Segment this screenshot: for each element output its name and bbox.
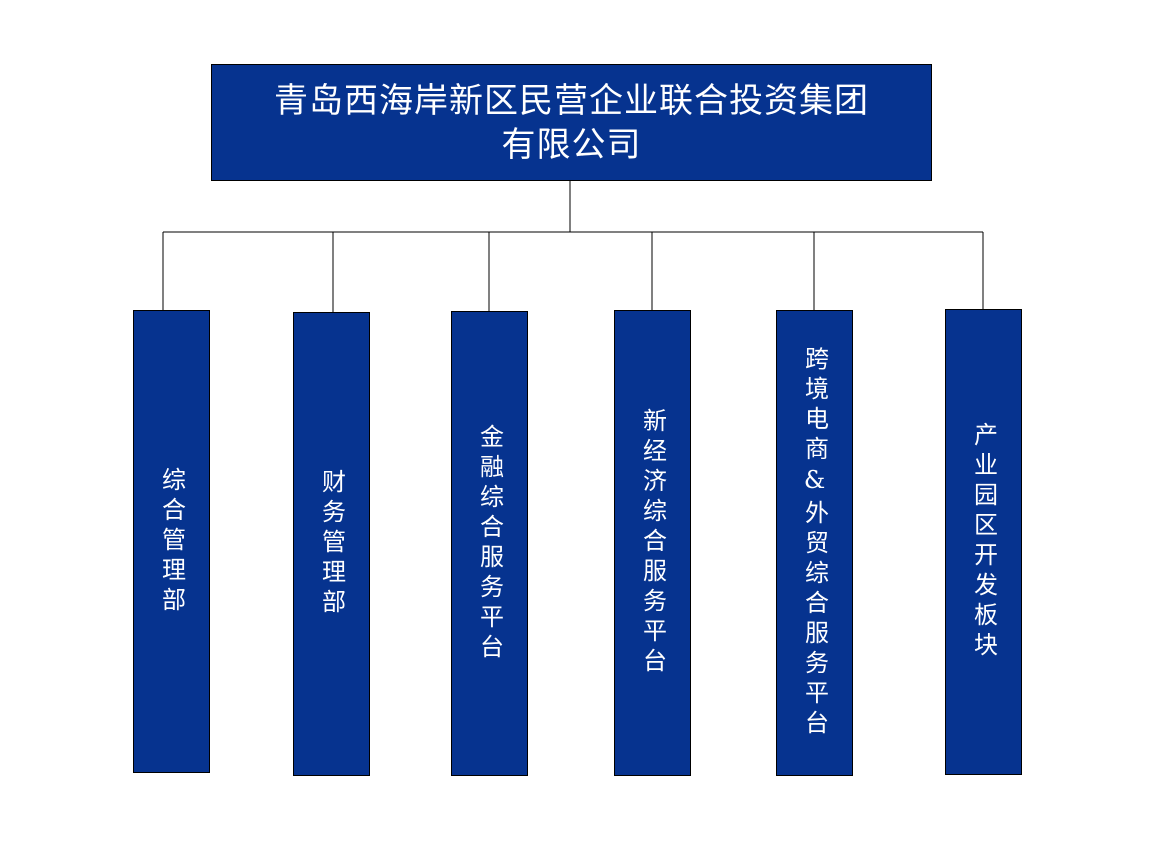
dept-box-cross-border-ecommerce: 跨境电商&外贸综合服务平台 bbox=[776, 310, 853, 776]
root-title-line2: 有限公司 bbox=[501, 124, 642, 165]
root-company-box: 青岛西海岸新区民营企业联合投资集团 有限公司 bbox=[211, 64, 932, 181]
dept-box-general-management: 综合管理部 bbox=[133, 310, 210, 773]
dept-box-finance: 财务管理部 bbox=[293, 312, 370, 776]
dept-label: 产业园区开发板块 bbox=[969, 422, 998, 662]
dept-label: 财务管理部 bbox=[317, 469, 346, 619]
dept-label: 新经济综合服务平台 bbox=[638, 408, 667, 678]
dept-label: 综合管理部 bbox=[157, 466, 186, 617]
dept-box-financial-services: 金融综合服务平台 bbox=[451, 311, 528, 776]
dept-label: 跨境电商&外贸综合服务平台 bbox=[800, 346, 829, 740]
dept-box-new-economy: 新经济综合服务平台 bbox=[614, 310, 691, 776]
dept-label: 金融综合服务平台 bbox=[475, 423, 504, 664]
dept-box-industrial-park: 产业园区开发板块 bbox=[945, 309, 1022, 775]
root-title-line1: 青岛西海岸新区民营企业联合投资集团 bbox=[274, 80, 869, 121]
